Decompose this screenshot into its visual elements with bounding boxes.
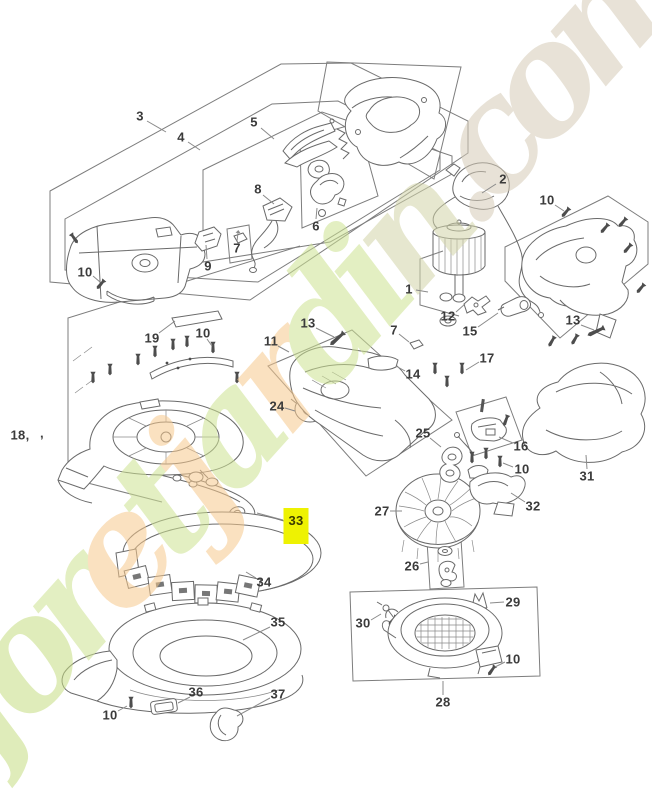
part-label-17[interactable]: 17: [479, 350, 495, 366]
part-label-13[interactable]: 13: [565, 312, 581, 328]
boundary-box-11: [268, 330, 452, 476]
part-label-36[interactable]: 36: [188, 684, 204, 700]
part-label-33-highlighted[interactable]: 33: [283, 508, 309, 544]
part-26-starter-pawl-kit: [438, 547, 457, 587]
boundary-box-16: [456, 397, 522, 456]
part-label-29[interactable]: 29: [505, 594, 521, 610]
part-18-fan-housing: [58, 399, 243, 503]
part-label-35[interactable]: 35: [270, 614, 286, 630]
part-label-19[interactable]: 19: [144, 330, 160, 346]
part-16-latch-kit: [455, 398, 511, 455]
part-5-trigger-levers: [283, 119, 349, 167]
part-label-7[interactable]: 7: [390, 322, 398, 338]
part-1-motor: [433, 220, 485, 326]
part-handle-housing: [345, 77, 446, 165]
boundary-box-28: [350, 587, 540, 681]
part-36-plate: [150, 698, 178, 714]
part-2-trigger-cable: [433, 163, 543, 318]
part-label-10[interactable]: 10: [539, 192, 555, 208]
part-label-6[interactable]: 6: [312, 218, 320, 234]
part-label-27[interactable]: 27: [374, 503, 390, 519]
part-28-filter: [382, 598, 502, 678]
part-12-linkage: [440, 293, 490, 315]
part-label-15[interactable]: 15: [462, 323, 478, 339]
part-label-16[interactable]: 16: [513, 438, 529, 454]
part-label-10[interactable]: 10: [102, 707, 118, 723]
part-label-31[interactable]: 31: [579, 468, 595, 484]
part-label-3[interactable]: 3: [136, 108, 144, 124]
part-label-5[interactable]: 5: [250, 114, 258, 130]
part-9-bracket: [195, 227, 221, 251]
part-label-1[interactable]: 1: [405, 281, 413, 297]
part-label-10[interactable]: 10: [505, 651, 521, 667]
part-label-[interactable]: ,: [40, 425, 44, 441]
part-label-12[interactable]: 12: [440, 308, 456, 324]
part-25-hanger: [440, 447, 462, 482]
part-15-shaft: [498, 297, 531, 317]
part-label-34[interactable]: 34: [256, 574, 272, 590]
part-label-26[interactable]: 26: [404, 558, 420, 574]
part-label-2[interactable]: 2: [499, 171, 507, 187]
boundary-box-13: [505, 196, 648, 338]
part-label-14[interactable]: 14: [405, 366, 421, 382]
part-label-9[interactable]: 9: [204, 258, 212, 274]
part-label-7[interactable]: 7: [233, 240, 241, 256]
part-13-housing: [522, 219, 637, 339]
part-30-fastener: [377, 602, 399, 627]
part-label-30[interactable]: 30: [355, 615, 371, 631]
part-housing-left-shell: [67, 217, 206, 304]
part-label-37[interactable]: 37: [270, 686, 286, 702]
part-label-10[interactable]: 10: [514, 461, 530, 477]
part-35-volute: [62, 598, 303, 713]
part-label-28[interactable]: 28: [435, 694, 451, 710]
boundary-box-7: [227, 225, 252, 263]
part-label-18[interactable]: 18,: [10, 427, 30, 443]
part-31-cover: [522, 363, 645, 462]
part-34-band: [116, 512, 321, 603]
part-37-elbow: [210, 708, 243, 741]
part-label-10[interactable]: 10: [195, 325, 211, 341]
part-11-housing: [290, 347, 436, 461]
part-label-8[interactable]: 8: [254, 181, 262, 197]
part-label-32[interactable]: 32: [525, 498, 541, 514]
part-label-10[interactable]: 10: [77, 264, 93, 280]
boundary-handle-box: [318, 62, 461, 179]
part-label-11[interactable]: 11: [263, 333, 279, 349]
part-6-hanger-parts: [308, 160, 346, 216]
boundary-box-6: [300, 123, 378, 228]
part-label-25[interactable]: 25: [415, 425, 431, 441]
part-label-4[interactable]: 4: [177, 129, 185, 145]
boundary-box-1: [420, 251, 459, 316]
part-label-13[interactable]: 13: [300, 315, 316, 331]
part-label-24[interactable]: 24: [269, 398, 285, 414]
